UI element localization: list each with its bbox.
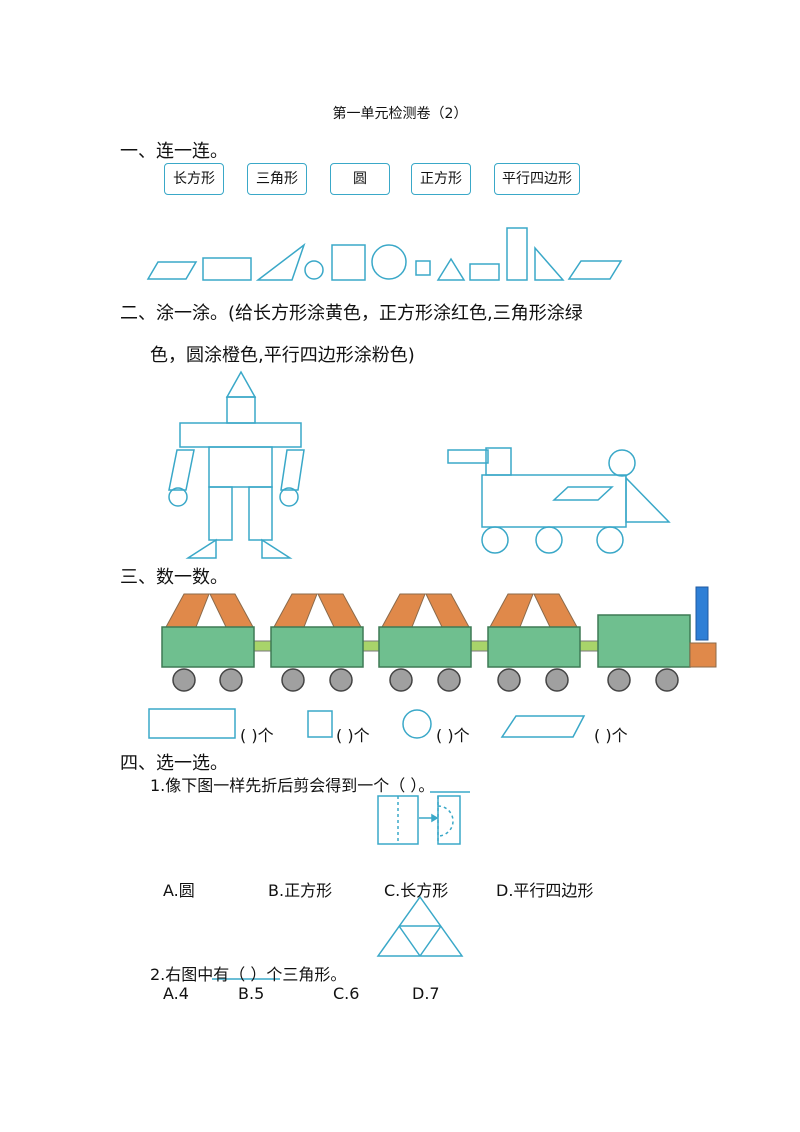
car-wheel-1[interactable] [481,526,509,554]
fold-diagram [377,795,461,845]
shape-triangle-1[interactable] [255,242,306,281]
train-chimney [695,586,709,641]
train-car-2 [270,626,364,668]
car-cabin-square[interactable] [485,447,512,476]
q2-option-d[interactable]: D.7 [412,984,440,1003]
robot-body-rectangle[interactable] [208,446,273,488]
car-top-circle[interactable] [608,449,636,477]
robot-figure [168,370,305,559]
box-rectangle[interactable]: 长方形 [164,163,224,195]
shape-square-2[interactable] [415,260,431,276]
car-wheel-3[interactable] [596,526,624,554]
shape-square-1[interactable] [331,244,366,281]
q2-option-b[interactable]: B.5 [238,984,265,1003]
robot-shoulders-rectangle[interactable] [179,422,302,448]
page-title: 第一单元检测卷（2） [332,106,468,122]
robot-right-hand[interactable] [279,487,299,507]
train-car-4 [487,626,581,668]
question1-text: 1.像下图一样先折后剪会得到一个（ ）。 [150,776,435,795]
robot-right-arm[interactable] [280,449,305,491]
section2-heading-line2: 色，圆涂橙色,平行四边形涂粉色) [150,345,415,366]
shape-rectangle-3[interactable] [506,227,528,281]
box-triangle[interactable]: 三角形 [247,163,307,195]
shape-circle-1[interactable] [304,260,324,280]
box-square[interactable]: 正方形 [411,163,471,195]
triangle-diagram [376,895,464,957]
shape-rectangle-1[interactable] [202,257,252,281]
robot-head-square[interactable] [226,396,256,424]
box-circle[interactable]: 圆 [330,163,390,195]
count-label-square[interactable]: ( )个 [336,726,370,745]
train-engine [597,614,691,668]
count-label-rectangle[interactable]: ( )个 [240,726,274,745]
car-figure [447,447,671,554]
count-parallelogram-icon [500,715,586,738]
car-wheel-2[interactable] [535,526,563,554]
robot-left-arm[interactable] [168,449,195,491]
section1-heading: 一、连一连。 [120,141,228,162]
q1-option-c[interactable]: C.长方形 [384,881,449,900]
count-label-circle[interactable]: ( )个 [436,726,470,745]
robot-left-foot[interactable] [185,538,217,559]
shape-rectangle-2[interactable] [469,263,500,281]
count-label-parallelogram[interactable]: ( )个 [594,726,628,745]
count-rectangle-icon [148,708,236,739]
car-pipe-rectangle[interactable] [447,449,489,464]
robot-left-hand[interactable] [168,487,188,507]
shape-circle-2[interactable] [371,244,407,280]
q2-option-c[interactable]: C.6 [333,984,360,1003]
section4-heading: 四、选一选。 [120,753,228,774]
cut-arc [437,805,454,837]
car-window-parallelogram[interactable] [552,486,614,501]
car-body-rectangle[interactable] [481,474,627,528]
robot-head-triangle[interactable] [225,370,257,398]
robot-right-foot[interactable] [261,538,293,559]
shape-triangle-3[interactable] [534,246,565,281]
count-square-icon [307,710,333,738]
q1-option-d[interactable]: D.平行四边形 [496,881,594,900]
shape-parallelogram-1[interactable] [146,261,198,280]
shape-triangle-2[interactable] [436,257,466,281]
section3-heading: 三、数一数。 [120,567,228,588]
folded-paper [437,795,461,845]
train-car-3 [378,626,472,668]
box-parallelogram[interactable]: 平行四边形 [494,163,580,195]
q1-option-a[interactable]: A.圆 [163,881,195,900]
q1-option-b[interactable]: B.正方形 [268,881,333,900]
q2-option-a[interactable]: A.4 [163,984,189,1003]
car-front-triangle[interactable] [625,476,671,523]
count-circle-icon [402,709,432,739]
robot-left-leg[interactable] [208,486,233,541]
train-car-1 [161,626,255,668]
cargo-train [161,586,717,692]
shape-parallelogram-2[interactable] [567,260,623,280]
robot-right-leg[interactable] [248,486,273,541]
question2-text: 2.右图中有（ ）个三角形。 [150,965,347,984]
section2-heading-line1: 二、涂一涂。(给长方形涂黄色，正方形涂红色,三角形涂绿 [120,303,583,324]
